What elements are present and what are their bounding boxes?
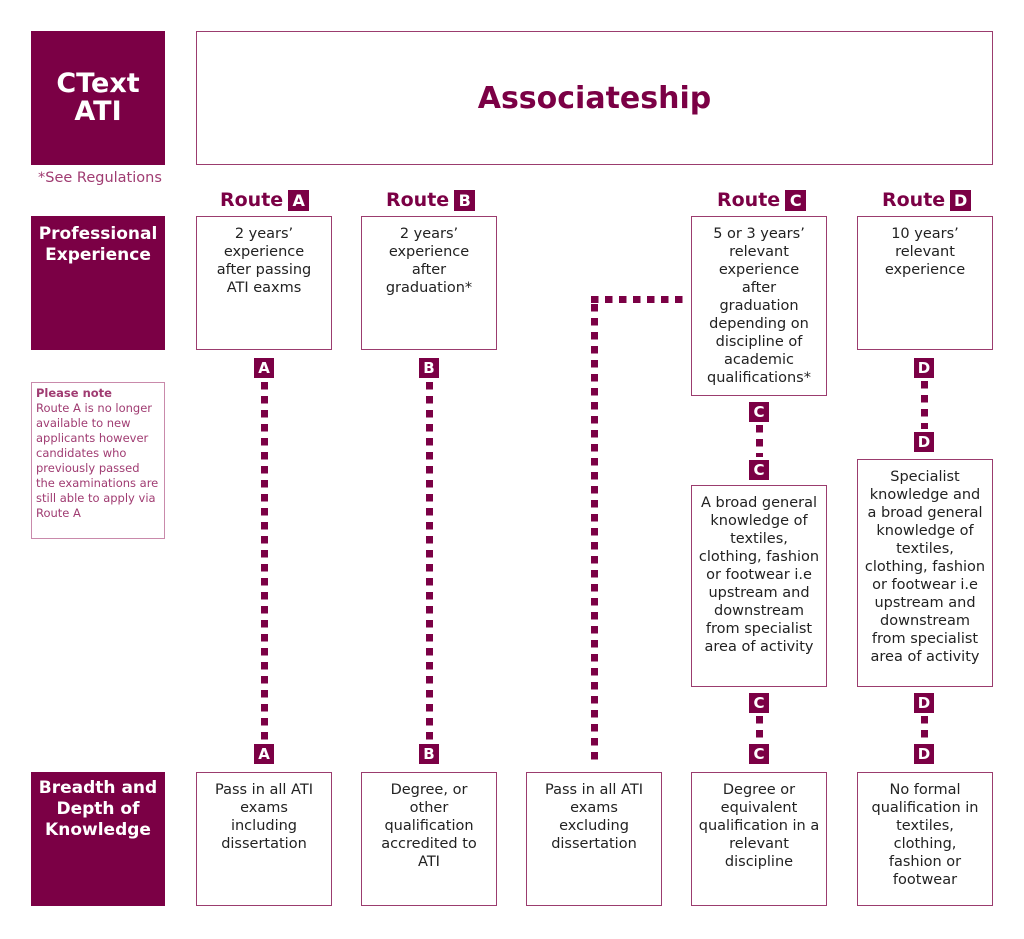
- route-a-experience-box: 2 years’ experience after passing ATI ea…: [196, 216, 332, 350]
- breadth-depth-knowledge-label: Breadth and Depth of Knowledge: [31, 772, 165, 906]
- route-d-header: Route D: [882, 189, 972, 211]
- route-c-dotted-line-2: [756, 716, 763, 742]
- route-c-dotted-line-1: [756, 425, 763, 457]
- route-word: Route: [717, 189, 781, 211]
- logo-line-1: CText: [56, 68, 140, 99]
- pass-route-vertical-dotted-line: [591, 304, 598, 762]
- route-c-letter: C: [785, 189, 807, 211]
- route-word: Route: [386, 189, 450, 211]
- route-d-middle-box: Specialist knowledge and a broad general…: [857, 459, 993, 687]
- route-c-badge-4: C: [749, 744, 769, 764]
- route-d-knowledge-box: No formal qualification in textiles, clo…: [857, 772, 993, 906]
- route-b-experience-box: 2 years’ experience after graduation*: [361, 216, 497, 350]
- pass-route-horizontal-dotted-line: [591, 296, 687, 303]
- route-d-letter: D: [950, 189, 972, 211]
- logo-line-2: ATI: [74, 96, 122, 127]
- note-text: Route A is no longer available to new ap…: [36, 401, 159, 520]
- route-c-knowledge-box: Degree or equivalent qualification in a …: [691, 772, 827, 906]
- route-a-knowledge-box: Pass in all ATI exams including disserta…: [196, 772, 332, 906]
- route-b-badge-top: B: [419, 358, 439, 378]
- route-a-dotted-line: [261, 382, 268, 740]
- route-d-badge-2: D: [914, 432, 934, 452]
- see-regulations: *See Regulations: [38, 170, 162, 186]
- ctext-ati-logo: CText ATI: [31, 31, 165, 165]
- associateship-title-box: Associateship: [196, 31, 993, 165]
- route-c-badge-3: C: [749, 693, 769, 713]
- route-b-header: Route B: [386, 189, 476, 211]
- route-a-badge-bottom: A: [254, 744, 274, 764]
- professional-experience-label: Professional Experience: [31, 216, 165, 350]
- route-c-badge-2: C: [749, 460, 769, 480]
- route-c-middle-box: A broad general knowledge of textiles, c…: [691, 485, 827, 687]
- route-b-knowledge-box: Degree, or other qualification accredite…: [361, 772, 497, 906]
- route-word: Route: [882, 189, 946, 211]
- pass-excluding-dissertation-box: Pass in all ATI exams excluding disserta…: [526, 772, 662, 906]
- route-word: Route: [220, 189, 284, 211]
- route-d-experience-box: 10 years’ relevant experience: [857, 216, 993, 350]
- note-heading: Please note: [36, 386, 112, 400]
- route-a-header: Route A: [220, 189, 310, 211]
- route-b-dotted-line: [426, 382, 433, 740]
- route-d-badge-3: D: [914, 693, 934, 713]
- route-b-letter: B: [454, 189, 476, 211]
- route-d-badge-4: D: [914, 744, 934, 764]
- route-b-badge-bottom: B: [419, 744, 439, 764]
- route-c-badge-1: C: [749, 402, 769, 422]
- route-d-badge-1: D: [914, 358, 934, 378]
- route-c-header: Route C: [717, 189, 807, 211]
- please-note-box: Please note Route A is no longer availab…: [31, 382, 165, 539]
- route-a-letter: A: [288, 189, 310, 211]
- route-a-badge-top: A: [254, 358, 274, 378]
- page-title: Associateship: [477, 80, 712, 116]
- route-c-experience-box: 5 or 3 years’ relevant experience after …: [691, 216, 827, 396]
- route-d-dotted-line-2: [921, 716, 928, 742]
- route-d-dotted-line-1: [921, 381, 928, 429]
